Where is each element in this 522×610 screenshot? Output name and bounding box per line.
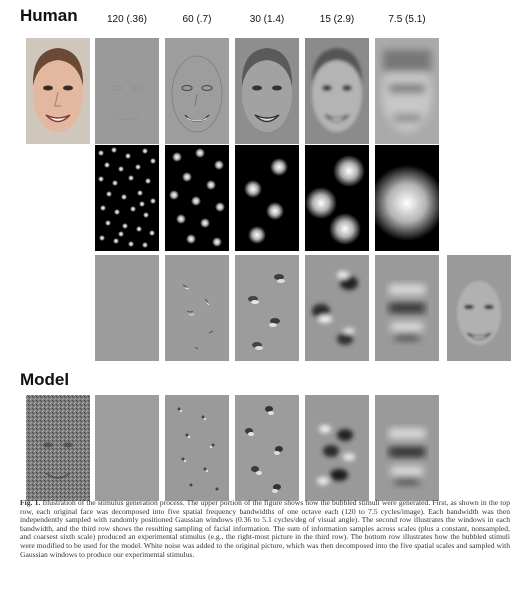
model-band-60-image [165, 395, 229, 501]
model-band-15-image [305, 395, 369, 501]
windows-band-15-image [305, 145, 369, 251]
band-label-3: 30 (1.4) [249, 14, 285, 25]
windows-band-120-image [95, 145, 159, 251]
bubbled-stimulus-image [447, 255, 511, 361]
sampled-band-15-image [305, 255, 369, 361]
face-band-15-image [305, 38, 369, 144]
band-label-1: 120 (.36) [106, 14, 148, 25]
sampled-band-30-image [235, 255, 299, 361]
sampled-band-120-image [95, 255, 159, 361]
sampled-band-7_5-image [375, 255, 439, 361]
windows-band-30-image [235, 145, 299, 251]
section-title-human: Human [20, 6, 78, 25]
model-band-7_5-image [375, 395, 439, 501]
windows-band-7_5-image [375, 145, 439, 251]
section-title-model: Model [20, 370, 70, 389]
band-label-2: 60 (.7) [182, 14, 212, 25]
model-band-30-image [235, 395, 299, 501]
face-band-60-image [165, 38, 229, 144]
face-band-7_5-image [375, 38, 439, 144]
sampled-band-60-image [165, 255, 229, 361]
noisy-face-image [26, 395, 90, 501]
band-label-5: 7.5 (5.1) [388, 14, 426, 25]
original-face-image [26, 38, 90, 144]
face-band-30-image [235, 38, 299, 144]
model-band-120-image [95, 395, 159, 501]
windows-band-60-image [165, 145, 229, 251]
figure-caption-label: Fig. 1. [20, 498, 41, 507]
face-band-120-image [95, 38, 159, 144]
figure-caption: Fig. 1. Illustration of the stimulus gen… [20, 498, 510, 559]
figure-caption-text: Illustration of the stimulus generation … [20, 498, 510, 559]
band-label-4: 15 (2.9) [319, 14, 355, 25]
